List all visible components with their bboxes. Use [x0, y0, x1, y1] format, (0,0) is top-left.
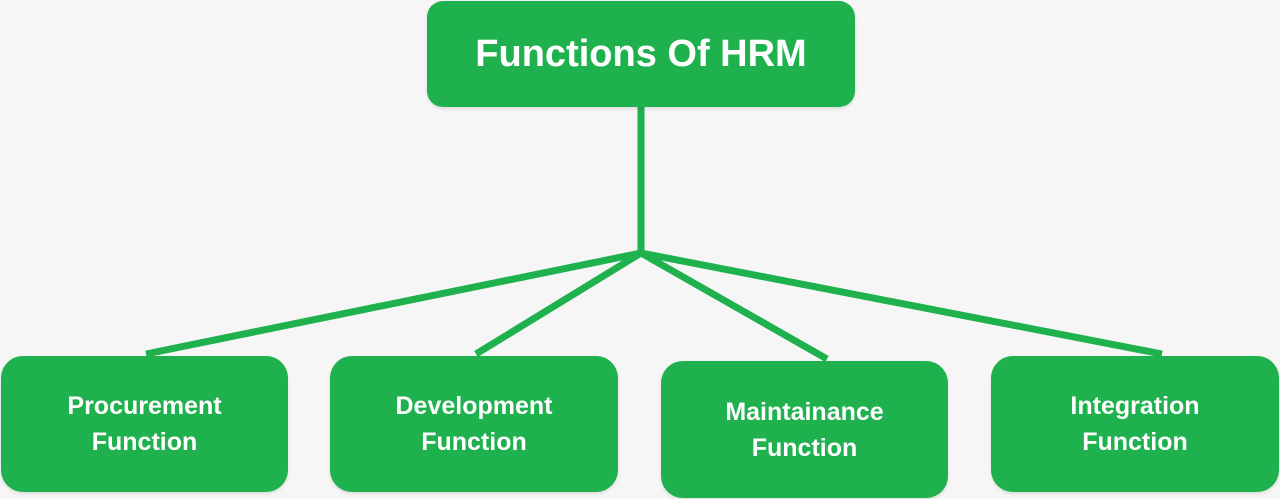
connector-procurement	[145, 249, 642, 358]
node-label: Procurement Function	[67, 392, 222, 456]
node-integration-function: Integration Function	[991, 356, 1279, 492]
node-development-function: Development Function	[330, 356, 618, 492]
node-label: Development Function	[395, 392, 553, 456]
node-maintainance-function: Maintainance Function	[661, 361, 948, 498]
node-label: Maintainance Function	[725, 397, 884, 462]
node-procurement-function: Procurement Function	[1, 356, 288, 492]
root-node-functions-of-hrm: Functions Of HRM	[427, 1, 855, 107]
node-label: Integration Function	[1070, 392, 1200, 456]
connector-development	[474, 250, 643, 357]
connector-integration	[640, 249, 1163, 358]
root-node-label: Functions Of HRM	[475, 32, 807, 75]
connector-maintenance	[639, 249, 829, 363]
